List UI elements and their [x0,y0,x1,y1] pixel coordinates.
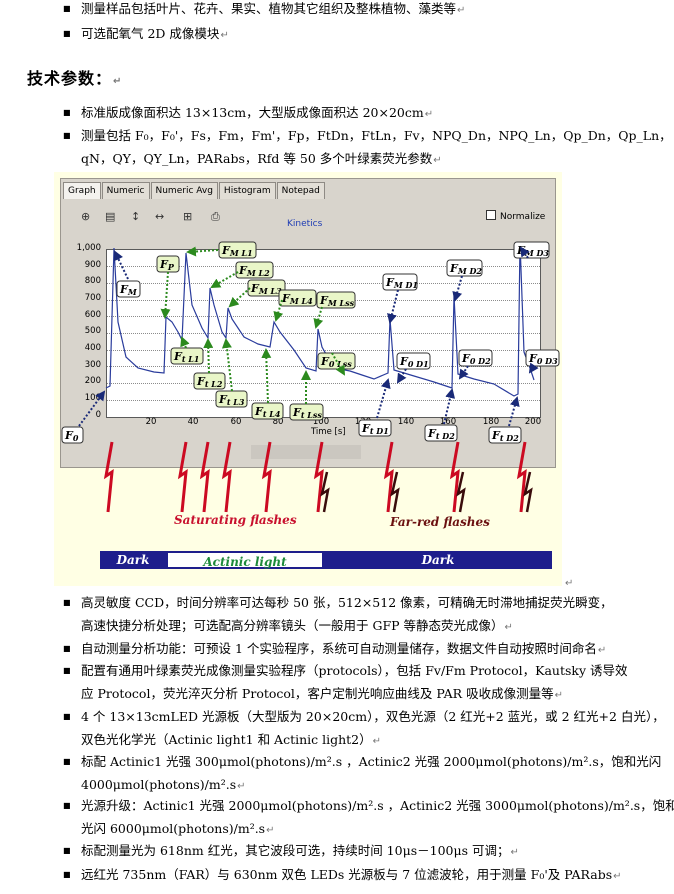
dark-bar-end: Dark [324,551,552,569]
x-tick: 160 [439,417,457,427]
label-f0: F0 [61,426,84,444]
label-fmd2: FM D2 [446,259,483,277]
kinetics-label: Kinetics [287,219,323,229]
svg-text:F0: F0 [64,429,79,443]
section-title: 技术参数：↵ [27,69,123,88]
x-tick: 100 [312,417,330,427]
svg-text:Ft L3: Ft L3 [218,393,245,407]
actinic-light-bar: Actinic light [166,551,324,569]
tab-bar: Graph Numeric Numeric Avg Histogram Note… [63,182,326,199]
fluorescence-curve [105,241,535,397]
tab-notepad[interactable]: Notepad [276,182,325,199]
normalize-checkbox[interactable]: Normalize [486,210,545,222]
svg-text:FM: FM [119,283,138,297]
label-fml4: FM L4 [278,289,317,307]
fit-vertical-icon[interactable]: ↕ [131,210,141,223]
y-tick: 500 [84,326,101,336]
y-tick: 800 [84,276,101,286]
y-tick: 600 [84,310,101,320]
tab-numeric-avg[interactable]: Numeric Avg [150,182,218,199]
fit-horizontal-icon[interactable]: ↔ [155,210,165,223]
bullet-text: 测量包括 F₀，F₀'，Fs，Fm，Fm'，Fp，FtDn，FtLn，Fv，NP… [81,128,672,143]
svg-text:FM L4: FM L4 [281,292,313,306]
return-mark: ↵ [565,578,574,589]
y-tick: 0 [95,410,101,420]
svg-text:F0 D1: F0 D1 [399,355,429,369]
farred-flashes-label: Far-red flashes [389,515,490,529]
svg-text:FM L2: FM L2 [238,264,270,278]
y-tick: 900 [84,260,101,270]
svg-text:FP: FP [159,258,175,272]
y-tick: 400 [84,343,101,353]
label-f0d3: F0 D3 [525,349,560,367]
svg-text:FM Lss: FM Lss [319,294,355,308]
label-fml2: FM L2 [235,261,274,279]
print-icon[interactable]: ⎙ [211,210,220,223]
label-fml1: FM L1 [218,241,257,259]
chart-icon[interactable]: ▤ [105,210,116,223]
tab-histogram[interactable]: Histogram [218,182,276,199]
label-ftl3: Ft L3 [215,390,248,408]
kinetics-overlay: FM F0 FM D1 F0 D1 Ft D1 FM D2 F0 D2 Ft D… [61,241,560,529]
svg-text:Ft L2: Ft L2 [196,375,223,389]
x-tick: 180 [482,417,500,427]
label-ftl4: Ft L4 [251,402,284,420]
x-tick: 140 [397,417,415,427]
x-tick: 80 [272,417,284,427]
scrollbar-track[interactable] [251,445,361,459]
label-ftlss: Ft Lss [289,403,324,421]
x-tick: 20 [145,417,157,427]
fit-all-icon[interactable]: ⊞ [183,210,193,223]
label-ftd3: Ft D2 [488,426,522,444]
label-fmd3: FM D3 [513,241,550,259]
label-ftl2: Ft L2 [193,372,226,390]
saturating-flashes-label: Saturating flashes [174,513,297,527]
bullet-text: 测量样品包括叶片、花卉、果实、植物其它组织及整株植物、藻类等 [81,1,457,16]
label-f0d1: F0 D1 [396,352,431,370]
label-fmd1: FM D1 [382,273,418,291]
label-fml3: FM L3 [247,279,286,297]
label-fm: FM [116,280,141,298]
svg-text:FM D2: FM D2 [449,262,482,276]
svg-text:Ft D1: Ft D1 [361,422,389,436]
svg-text:Ft Lss: Ft Lss [292,406,322,420]
flash-icons [103,441,527,513]
tab-numeric[interactable]: Numeric [101,182,150,199]
x-tick: 60 [230,417,242,427]
svg-text:F0 D2: F0 D2 [461,352,491,366]
svg-text:Ft D2: Ft D2 [491,429,519,443]
svg-text:F0 D3: F0 D3 [528,352,558,366]
label-f0d2: F0 D2 [458,349,493,367]
label-fmlss: FM Lss [316,291,356,309]
label-ftd1: Ft D1 [358,419,392,437]
svg-text:Ft D2: Ft D2 [427,427,455,441]
bullet-text: 可选配氧气 2D 成像模块 [81,26,220,41]
label-ftl1: Ft L1 [170,347,204,365]
dark-bar-start: Dark [100,551,166,569]
label-ftd2: Ft D2 [424,424,458,442]
curve-annotations: FM F0 FM D1 F0 D1 Ft D1 FM D2 F0 D2 Ft D… [61,241,560,444]
y-tick: 700 [84,293,101,303]
y-tick: 1,000 [76,243,101,253]
tab-graph[interactable]: Graph [63,182,101,199]
svg-text:Ft L4: Ft L4 [254,405,281,419]
svg-text:FM L1: FM L1 [221,244,253,258]
label-fp: FP [156,255,180,273]
y-tick: 300 [84,360,101,370]
y-tick: 100 [84,393,101,403]
svg-text:FM D1: FM D1 [385,276,418,290]
x-axis-label: Time [s] [311,427,346,437]
y-tick: 200 [84,376,101,386]
x-tick: 40 [187,417,199,427]
svg-text:FM L3: FM L3 [250,282,282,296]
svg-text:Ft L1: Ft L1 [173,350,199,364]
bullet-text-cont: qN，QY，QY_Ln，PARabs，Rfd 等 50 多个叶绿素荧光参数 [81,151,433,166]
kinetics-figure: Graph Numeric Numeric Avg Histogram Note… [54,172,562,586]
x-tick: 200 [524,417,542,427]
bullet-text: 标准版成像面积达 13×13cm，大型版成像面积达 20×20cm [81,105,424,120]
zoom-icon[interactable]: ⊕ [81,210,91,223]
